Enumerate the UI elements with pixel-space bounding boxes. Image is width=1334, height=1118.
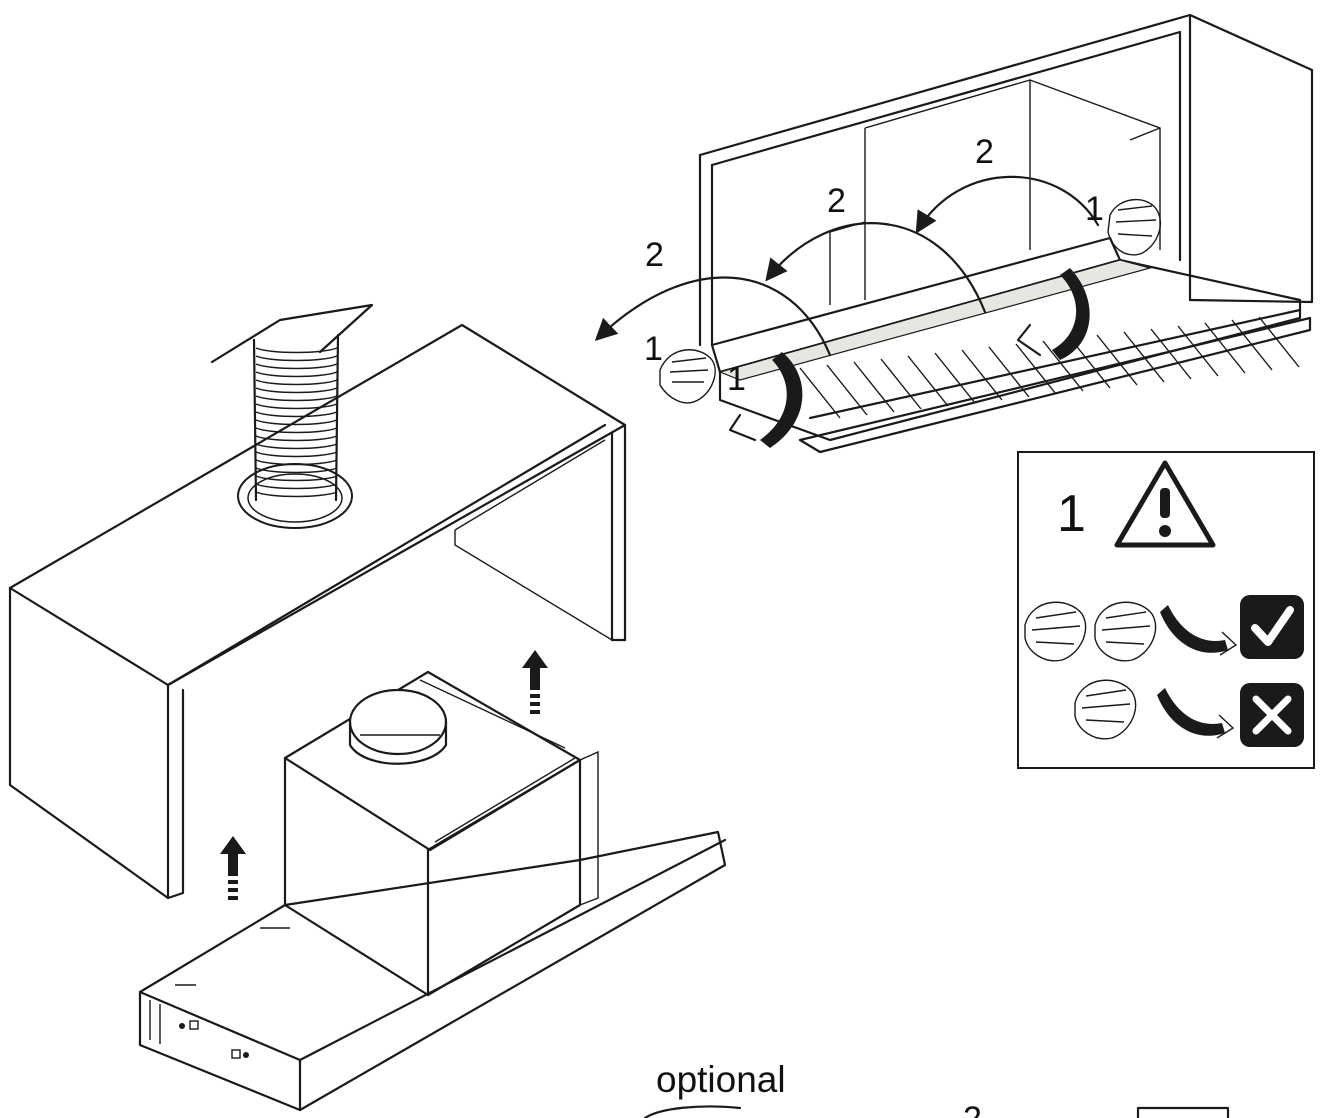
duct-ring <box>255 371 338 378</box>
duct-ring <box>255 435 338 442</box>
filter-slot <box>1204 322 1246 374</box>
filter-slot <box>1042 340 1084 392</box>
hand-icon <box>1107 198 1161 256</box>
step-label: 1 <box>1085 190 1104 228</box>
step-label: 2 <box>963 1100 982 1118</box>
filter-slot <box>1231 319 1273 371</box>
warning-number: 1 <box>1057 485 1086 543</box>
filter-slot <box>1096 334 1138 386</box>
upper-cabinet <box>8 323 627 900</box>
duct-ring <box>255 403 338 410</box>
filter-slot <box>1258 316 1300 368</box>
duct-ring <box>255 379 338 386</box>
duct-ring <box>255 395 338 402</box>
filter-slot <box>1015 343 1057 395</box>
duct-ring <box>255 427 338 434</box>
step-label: 2 <box>975 133 994 171</box>
duct-ring <box>255 491 338 498</box>
up-arrow-icon <box>522 650 548 714</box>
step-label: 2 <box>645 236 664 274</box>
up-arrow-icon <box>220 836 246 900</box>
duct-ring <box>255 387 338 394</box>
duct-ring <box>255 467 338 474</box>
filter-slot <box>853 361 895 413</box>
hand-icon <box>1074 679 1137 740</box>
step-label: 1 <box>727 360 746 398</box>
filter-slot <box>1123 331 1165 383</box>
duct-ring <box>255 475 338 482</box>
swing-arrow-icon <box>1160 605 1238 656</box>
duct-ring <box>255 411 338 418</box>
warning-triangle-icon <box>1114 460 1216 548</box>
filter-slot <box>799 367 841 419</box>
duct-ring <box>255 419 338 426</box>
duct-ring <box>255 451 338 458</box>
duct-ring <box>255 363 338 370</box>
duct-ring <box>255 443 338 450</box>
optional-label: optional <box>656 1059 786 1100</box>
hand-icon <box>659 349 716 404</box>
filter-slot <box>961 349 1003 401</box>
filter-slot <box>826 364 868 416</box>
check-icon <box>1240 595 1304 659</box>
filter-slot <box>907 355 949 407</box>
swing-arrow-icon <box>1157 688 1235 739</box>
filter-slot <box>988 346 1030 398</box>
duct-ring <box>255 483 338 490</box>
hand-icon <box>1024 601 1087 662</box>
filter-slot <box>1150 328 1192 380</box>
warning-panel: 1 <box>1017 451 1315 769</box>
cross-icon <box>1240 683 1304 747</box>
filter-slot <box>934 352 976 404</box>
hood-filter-removal-view: 2 2 2 1 1 1 <box>594 13 1314 454</box>
filter-slot <box>880 358 922 410</box>
step-label: 1 <box>644 330 663 368</box>
duct-ring <box>255 355 338 362</box>
step-label: 2 <box>827 182 846 220</box>
filter-slot <box>1177 325 1219 377</box>
duct-ring <box>255 347 338 354</box>
hand-icon <box>1094 601 1157 662</box>
flexible-duct <box>210 303 374 502</box>
hood-insert <box>138 670 727 1112</box>
duct-ring <box>255 459 338 466</box>
